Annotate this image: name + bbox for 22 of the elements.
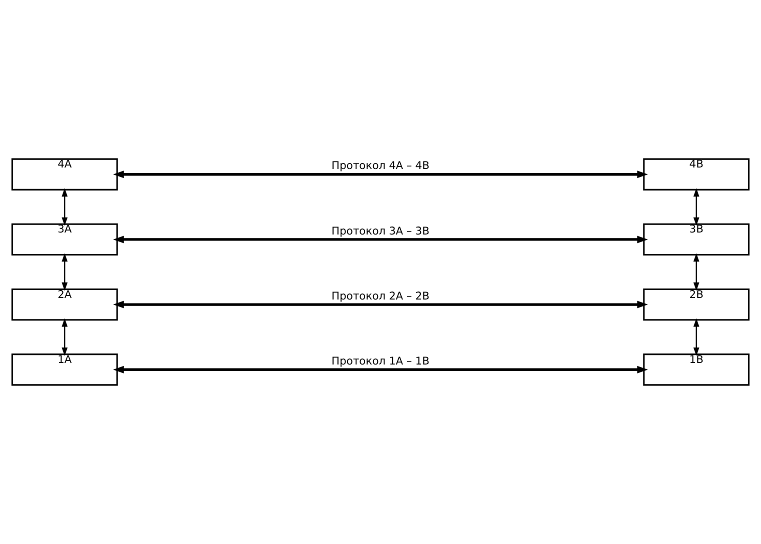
node-box: 3B [643,223,750,256]
node-box: 4B [643,158,750,190]
node-box: 2B [643,288,750,321]
arrow [113,236,648,244]
edge-label: Протокол 3A – 3B [332,224,430,238]
arrow [62,318,68,356]
node-box: 3A [11,223,118,256]
edge-label: Протокол 4A – 4B [332,159,430,172]
arrow [693,318,700,356]
arrow [113,366,648,374]
arrow [62,188,68,226]
node-box: 2A [11,288,118,321]
edge-label: Протокол 1A – 1B [332,354,430,368]
arrow [62,253,68,291]
arrow [113,170,648,178]
arrow [693,253,700,291]
node-box: 1A [11,354,118,386]
node-box: 1B [643,354,750,386]
arrow [693,188,700,226]
edge-label: Протокол 2A – 2B [332,289,430,302]
arrow [113,300,648,308]
node-box: 4A [11,158,118,190]
